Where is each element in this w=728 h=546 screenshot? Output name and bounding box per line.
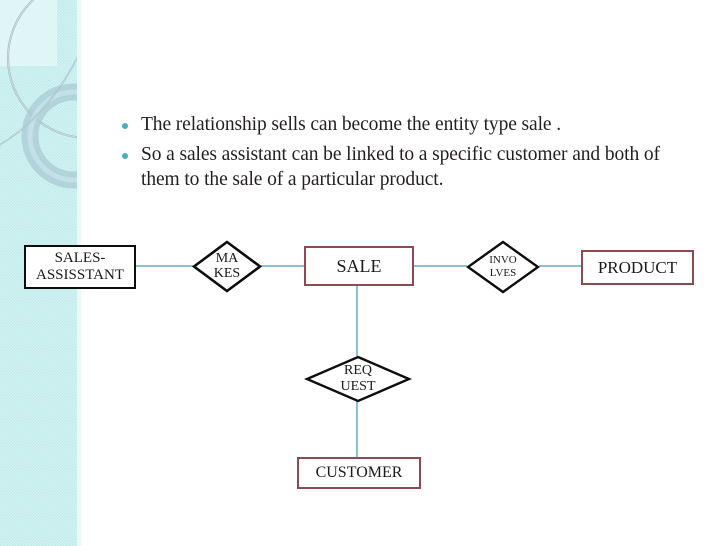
relationship-makes-line2: KES (213, 265, 241, 281)
entity-sales-assisstant-line1: SALES- (54, 250, 106, 266)
entity-sale[interactable]: SALE (304, 246, 414, 286)
relationship-makes-line1: MA (215, 250, 239, 266)
relationship-makes[interactable]: MA KES (192, 240, 262, 293)
entity-sales-assisstant[interactable]: SALES- ASSISSTANT (24, 245, 136, 289)
connector-sales-assisstant-to-makes (136, 265, 193, 267)
connector-sale-to-involves (414, 265, 467, 267)
bullet-text-1: The relationship sells can become the en… (141, 114, 562, 135)
bullet-dot-icon (122, 153, 128, 159)
relationship-request[interactable]: REQ UEST (304, 355, 412, 403)
connector-involves-to-product (539, 265, 582, 267)
entity-sales-assisstant-line2: ASSISSTANT (36, 267, 124, 283)
diamond-shape-involves (466, 240, 540, 294)
bullet-dot-icon (122, 123, 128, 129)
relationship-involves-line1: INVO (489, 254, 517, 266)
entity-customer[interactable]: CUSTOMER (297, 457, 421, 489)
entity-customer-label: CUSTOMER (315, 464, 403, 481)
diamond-shape-request (304, 355, 412, 403)
connector-makes-to-sale (261, 265, 305, 267)
entity-product-label: PRODUCT (597, 257, 678, 277)
bullet-item-2: So a sales assistant can be linked to a … (122, 142, 702, 192)
connector-request-to-customer (356, 401, 358, 458)
relationship-involves-line2: LVES (489, 267, 517, 279)
entity-product[interactable]: PRODUCT (581, 250, 694, 285)
connector-sale-to-request (356, 286, 358, 356)
relationship-request-line1: REQ (344, 363, 372, 378)
entity-sale-label: SALE (336, 255, 382, 276)
diamond-shape-makes (192, 240, 262, 293)
relationship-request-line2: UEST (340, 379, 376, 394)
bullet-text-2: So a sales assistant can be linked to a … (141, 144, 660, 190)
bullet-item-1: The relationship sells can become the en… (122, 112, 702, 137)
relationship-involves[interactable]: INVO LVES (466, 240, 540, 294)
bullet-list: The relationship sells can become the en… (122, 112, 702, 197)
